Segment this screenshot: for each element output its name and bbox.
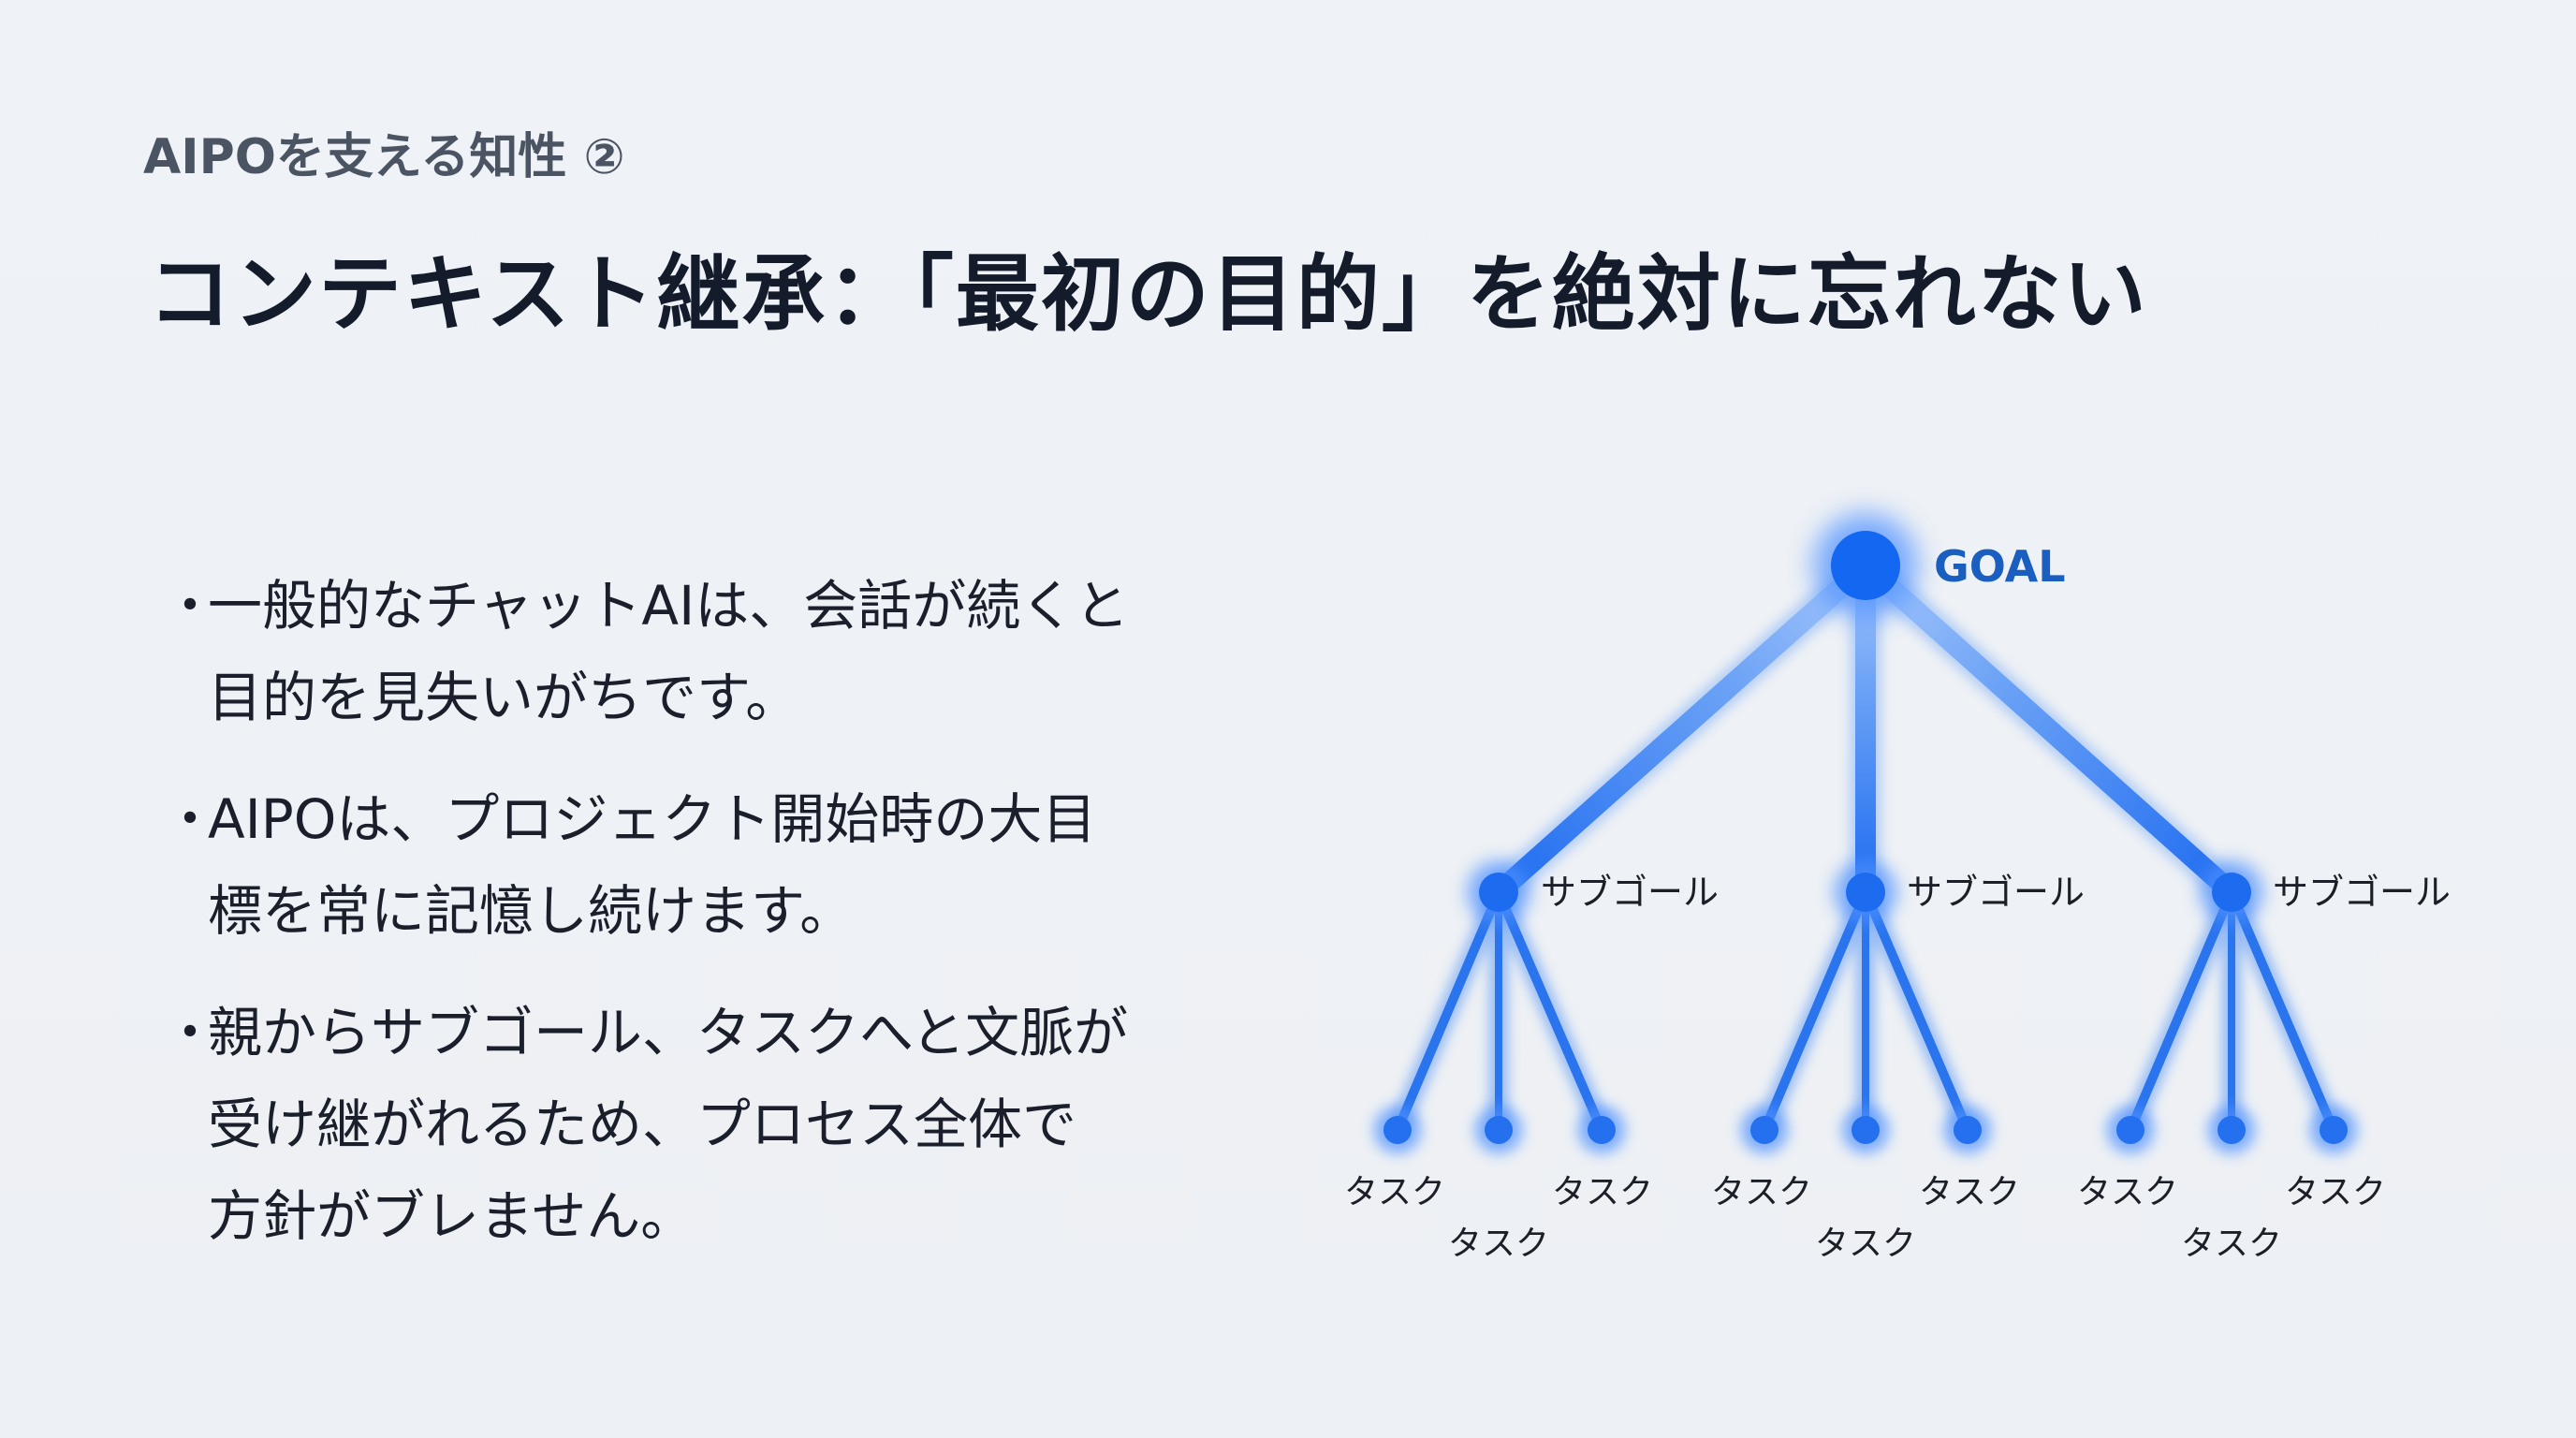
task-circle-icon bbox=[1383, 1116, 1412, 1144]
bullet-line: AIPOは、プロジェクト開始時の大目 bbox=[208, 787, 1097, 851]
bullet-line: 目的を見失いがちです。 bbox=[208, 666, 800, 729]
edge-subgoal-task bbox=[2227, 888, 2338, 1135]
edge-subgoal-task bbox=[2126, 888, 2236, 1135]
task-label: タスク bbox=[1448, 1225, 1549, 1263]
task-circle-icon bbox=[1750, 1116, 1778, 1144]
bullet-line: 標を常に記憶し続けます。 bbox=[208, 879, 855, 943]
task-label: タスク bbox=[1344, 1173, 1445, 1211]
edge-subgoal-task bbox=[1760, 888, 1870, 1135]
subgoal-circle-icon bbox=[1846, 873, 1885, 912]
bullet-item-2: ・ AIPOは、プロジェクト開始時の大目 標を常に記憶し続けます。 bbox=[150, 773, 1273, 957]
task-circle-icon bbox=[2116, 1116, 2144, 1144]
subgoal-label: サブゴール bbox=[1541, 872, 1719, 913]
task-label: タスク bbox=[1815, 1225, 1916, 1263]
bullet-icon: ・ bbox=[163, 787, 218, 851]
root-edges bbox=[1483, 550, 2247, 908]
subgoal-node-2: サブゴール bbox=[1834, 860, 2085, 924]
task-circle-icon bbox=[1485, 1116, 1513, 1144]
bullet-list: ・ 一般的なチャットAIは、会話が続くと 目的を見失いがちです。 ・ AIPOは… bbox=[150, 560, 1273, 1292]
section-subtitle: AIPOを支える知性 ② bbox=[143, 129, 625, 185]
task-circle-icon bbox=[1954, 1116, 1982, 1144]
slide-title: コンテキスト継承：「最初の目的」を絶対に忘れない bbox=[148, 245, 2148, 343]
task-labels: タスク タスク タスク タスク タスク タスク タスク タスク タスク bbox=[1344, 1173, 2386, 1263]
task-label: タスク bbox=[2285, 1173, 2386, 1211]
subgoal-edges bbox=[1387, 882, 2344, 1140]
edge-goal-subgoal-3 bbox=[1855, 555, 2242, 902]
task-circle-icon bbox=[1588, 1116, 1616, 1144]
task-label: タスク bbox=[1711, 1173, 1812, 1211]
task-nodes bbox=[1373, 1106, 2358, 1154]
task-circle-icon bbox=[2217, 1116, 2246, 1144]
subgoal-node-3: サブゴール bbox=[2200, 860, 2451, 924]
edge-subgoal-task bbox=[1494, 888, 1606, 1135]
task-circle-icon bbox=[2320, 1116, 2348, 1144]
task-label: タスク bbox=[2181, 1225, 2282, 1263]
subgoal-circle-icon bbox=[2212, 873, 2251, 912]
bullet-icon: ・ bbox=[163, 574, 218, 638]
subgoal-circle-icon bbox=[1479, 873, 1518, 912]
task-label: タスク bbox=[1919, 1173, 2020, 1211]
subgoal-node-1: サブゴール bbox=[1467, 860, 1719, 924]
task-label: タスク bbox=[2077, 1173, 2178, 1211]
edge-goal-subgoal-1 bbox=[1488, 555, 1876, 902]
task-circle-icon bbox=[1852, 1116, 1880, 1144]
goal-label: GOAL bbox=[1934, 541, 2066, 592]
task-label: タスク bbox=[1552, 1173, 1653, 1211]
bullet-line: 親からサブゴール、タスクへと文脈が bbox=[208, 1001, 1129, 1064]
goal-node: GOAL bbox=[1813, 513, 2066, 618]
subgoal-label: サブゴール bbox=[2273, 872, 2451, 913]
bullet-line: 受け継がれるため、プロセス全体で bbox=[208, 1093, 1077, 1156]
bullet-line: 方針がブレません。 bbox=[208, 1184, 695, 1248]
goal-node-circle-icon bbox=[1831, 531, 1900, 600]
bullet-item-3: ・ 親からサブゴール、タスクへと文脈が 受け継がれるため、プロセス全体で 方針が… bbox=[150, 987, 1273, 1262]
bullet-item-1: ・ 一般的なチャットAIは、会話が続くと 目的を見失いがちです。 bbox=[150, 560, 1273, 743]
subgoal-label: サブゴール bbox=[1907, 872, 2085, 913]
bullet-line: 一般的なチャットAIは、会話が続くと bbox=[208, 574, 1130, 638]
edge-subgoal-task bbox=[1861, 888, 1972, 1135]
edge-subgoal-task bbox=[1393, 888, 1503, 1135]
bullet-icon: ・ bbox=[163, 1001, 218, 1064]
